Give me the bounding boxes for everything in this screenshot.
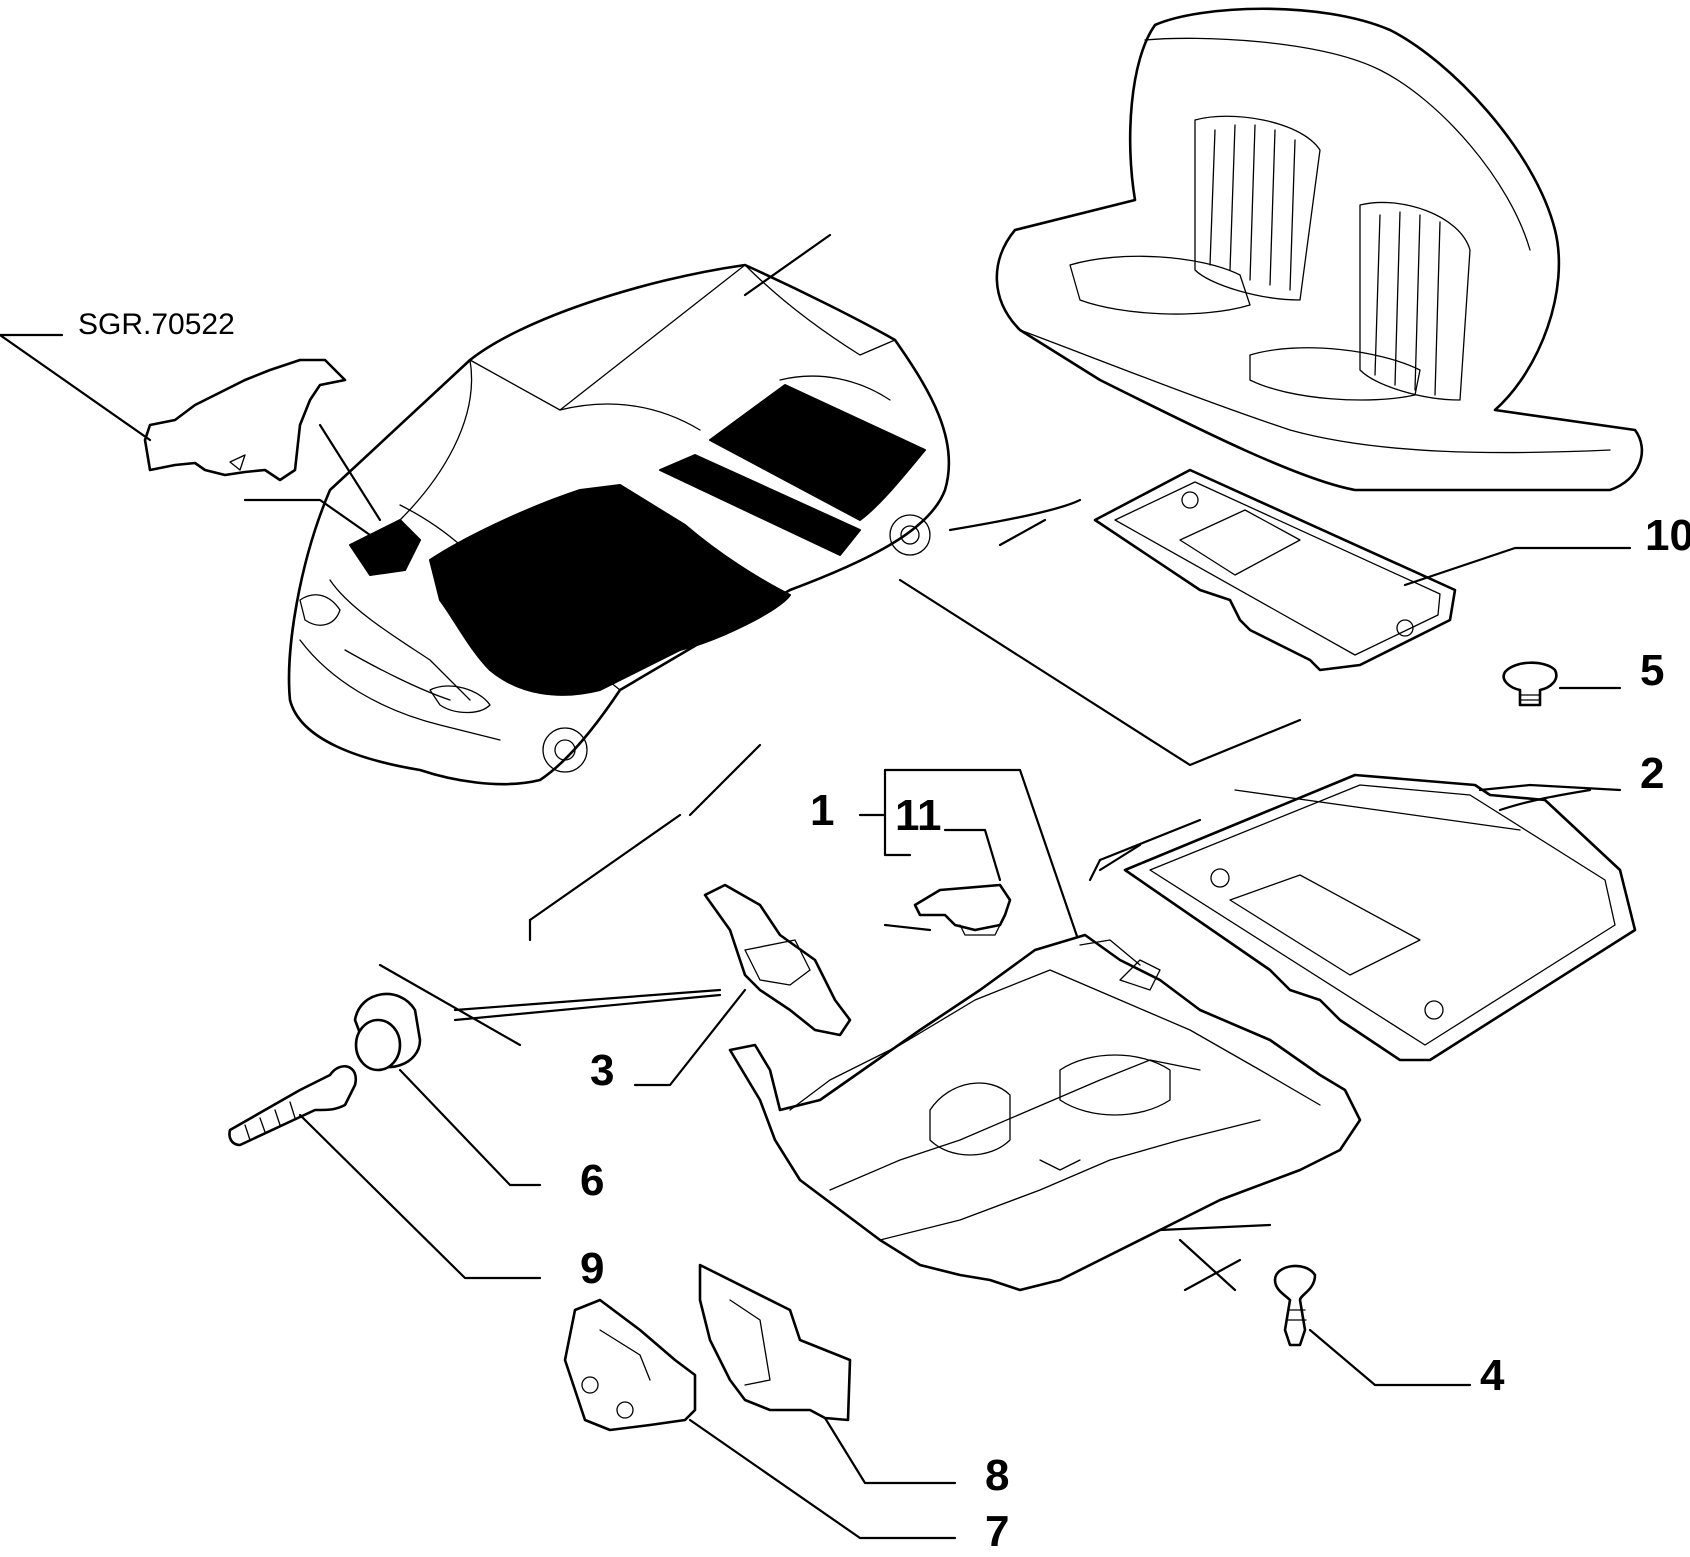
part-2-rear-carpet	[1123, 773, 1637, 1062]
rear-seat-illustration	[995, 7, 1644, 492]
leader-front-carpet	[528, 743, 1272, 1292]
part-9-screw	[228, 1065, 358, 1147]
front-carpet-highlight	[429, 484, 791, 696]
part-7-panel	[563, 1298, 697, 1432]
dash-insulation-highlight	[349, 519, 421, 576]
leader-10	[948, 498, 1632, 587]
leader-6	[378, 963, 722, 1187]
callout-10: 10	[1645, 511, 1690, 560]
leader-8	[823, 1416, 957, 1485]
callout-2: 2	[1640, 749, 1664, 798]
callout-9: 9	[580, 1244, 604, 1293]
reference-label: SGR.70522	[78, 308, 235, 341]
part-8-panel	[698, 1263, 852, 1422]
center-carpet-highlight	[659, 454, 861, 556]
reference-part-illustration	[0, 333, 382, 537]
leader-1-11	[858, 768, 1082, 947]
rear-carpet-highlight	[709, 384, 926, 521]
part-6-bushing	[353, 992, 422, 1072]
callout-1: 1	[810, 786, 834, 835]
part-4-push-clip	[1273, 1264, 1317, 1347]
front-carpet-main	[728, 933, 1362, 1292]
callout-7: 7	[985, 1507, 1009, 1552]
leader-9	[298, 1113, 542, 1280]
callout-8: 8	[985, 1451, 1009, 1500]
callout-5: 5	[1640, 646, 1664, 695]
callout-4: 4	[1480, 1351, 1505, 1400]
leader-4	[1308, 1328, 1472, 1387]
vehicle-illustration	[287, 233, 951, 786]
callout-6: 6	[580, 1156, 604, 1205]
callout-3: 3	[590, 1046, 614, 1095]
part-11-bracket	[913, 883, 1012, 936]
part-5-clip	[1502, 661, 1622, 707]
leader-2	[898, 578, 1622, 862]
part-10-rear-mat	[1093, 468, 1457, 672]
leader-3	[633, 988, 747, 1087]
leader-7	[688, 1418, 957, 1540]
callout-11: 11	[895, 791, 942, 840]
part-3-insulation	[703, 883, 852, 1037]
